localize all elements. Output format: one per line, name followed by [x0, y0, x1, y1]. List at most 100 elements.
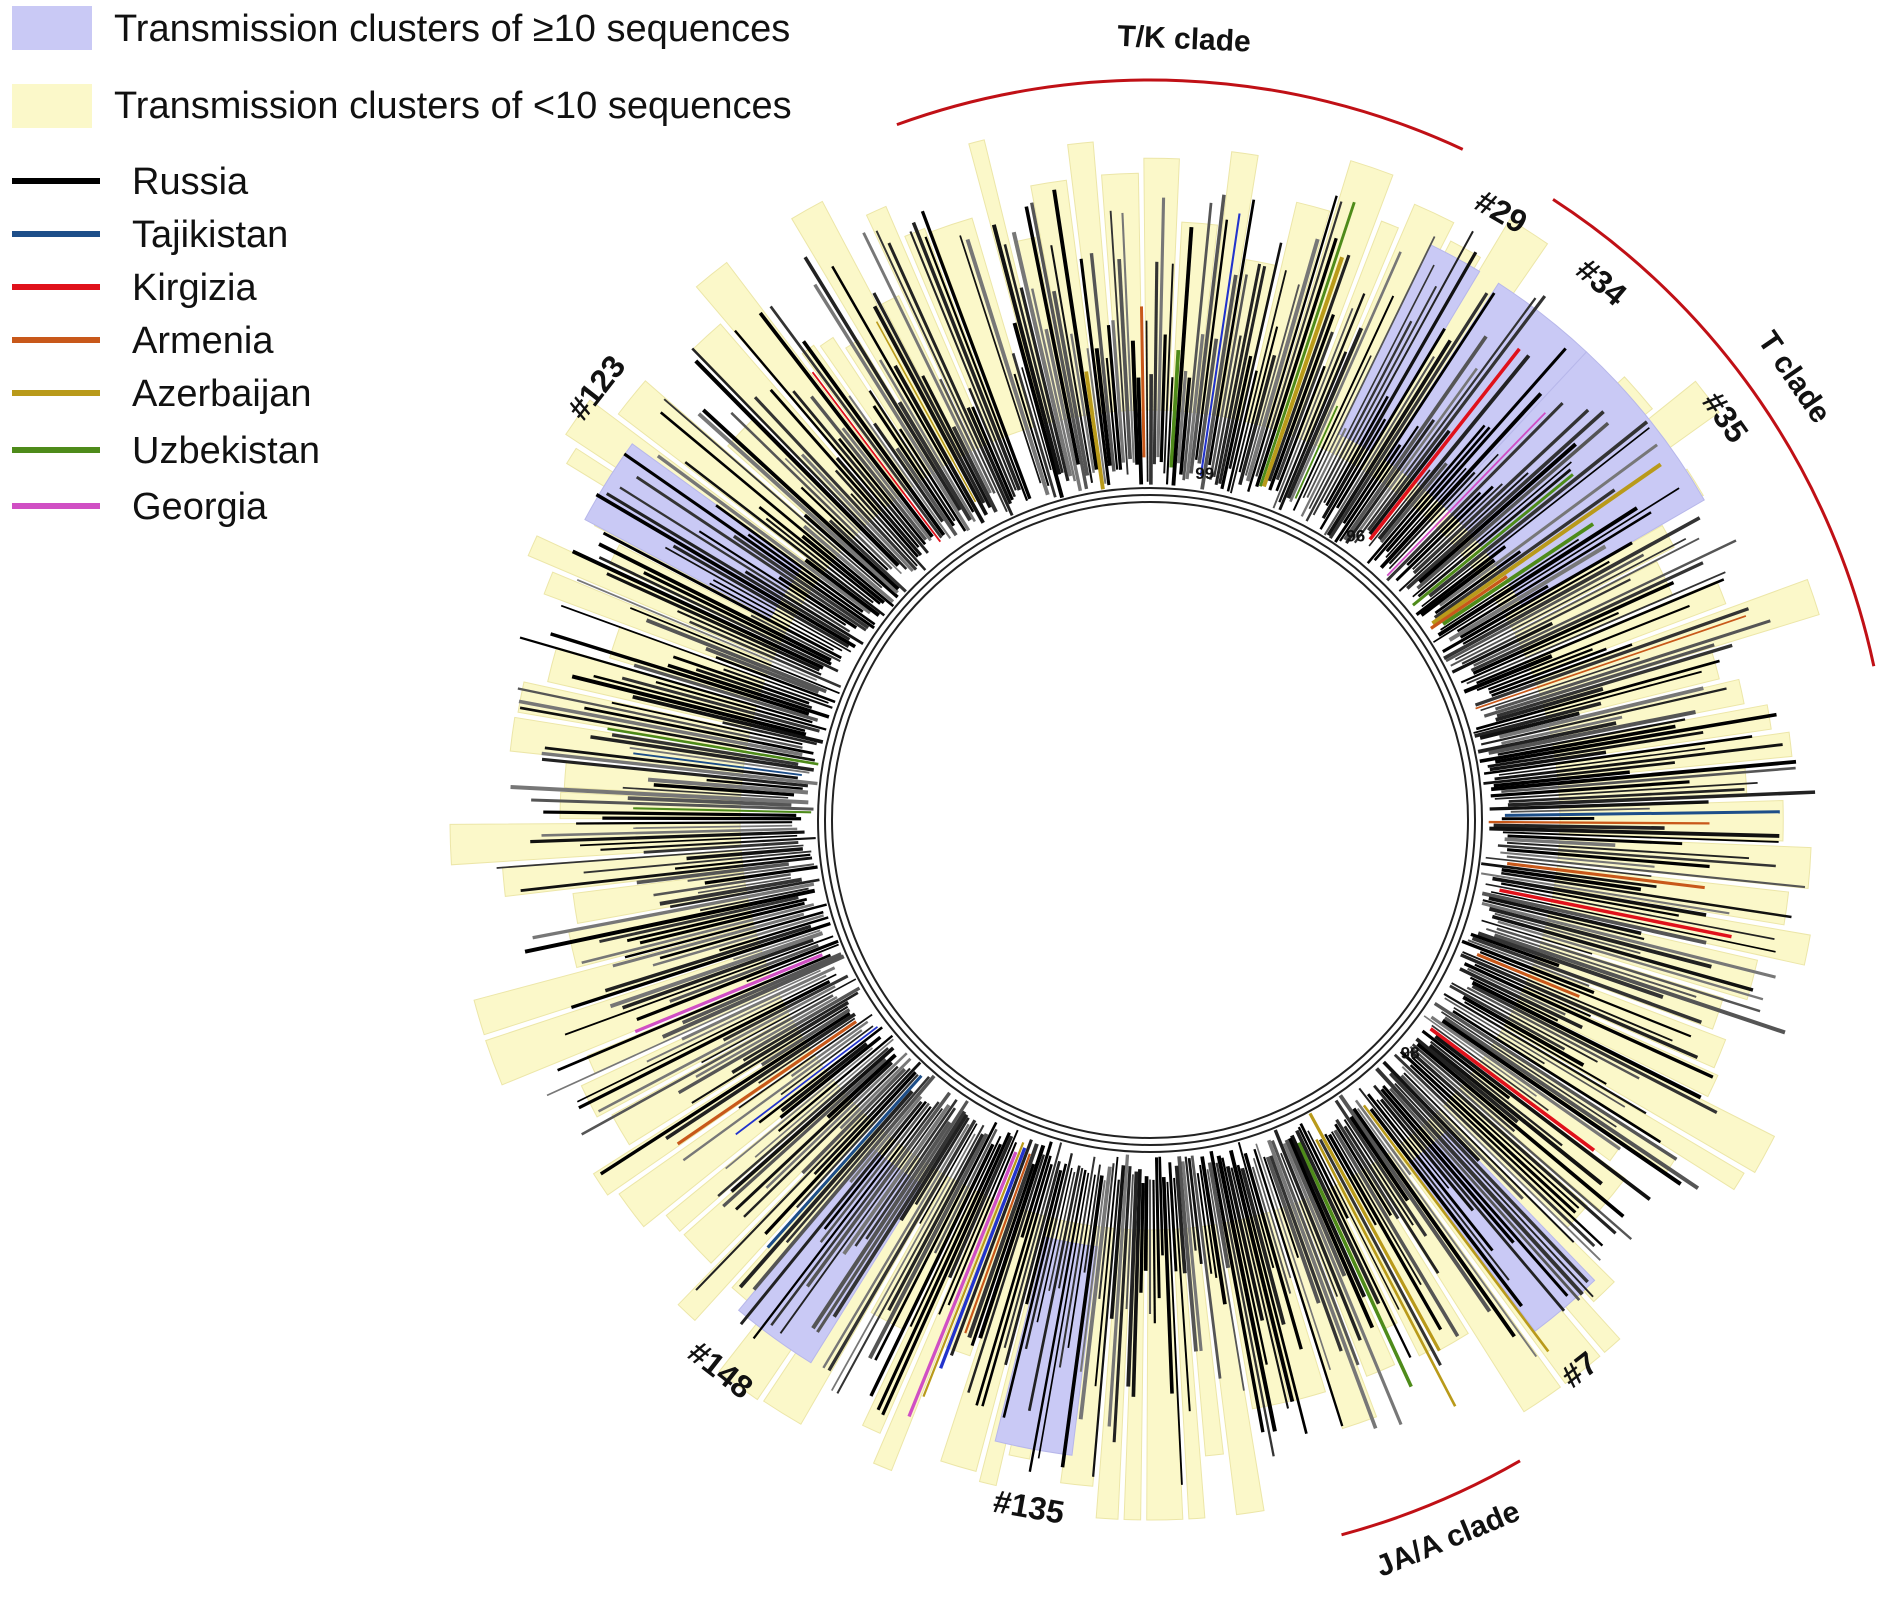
- tree-branch: [1470, 932, 1560, 968]
- tree-branch: [777, 1034, 894, 1132]
- tree-branch: [1244, 284, 1300, 476]
- tree-branch: [1328, 1133, 1443, 1331]
- tree-branch: [1464, 1001, 1607, 1085]
- tree-branch: [546, 969, 821, 1097]
- tree-branch: [1470, 561, 1704, 672]
- tree-branch: [602, 531, 842, 660]
- legend-swatch-small-cluster: [12, 84, 92, 128]
- tree-branch: [1506, 855, 1806, 889]
- tree-branch: [677, 986, 861, 1095]
- tree-branch: [766, 1074, 923, 1249]
- tree-branch: [1416, 421, 1610, 590]
- tree-branch: [694, 359, 900, 567]
- tree-branch: [645, 618, 827, 694]
- tree-branch: [1286, 327, 1364, 499]
- tree-branch: [647, 777, 809, 795]
- tree-branch: [593, 674, 806, 732]
- tree-branch: [1130, 340, 1140, 465]
- tree-branch: [712, 579, 843, 652]
- tree-branch: [1278, 351, 1348, 511]
- tree-branch: [639, 901, 805, 945]
- tree-branch: [1289, 251, 1402, 503]
- tree-branch: [1328, 292, 1489, 539]
- tree-branch: [1471, 936, 1703, 1024]
- tree-branch: [1497, 920, 1764, 1001]
- backbone-ring: [831, 501, 1469, 1139]
- tree-branch: [1416, 1042, 1625, 1218]
- clade-label: T clade: [1751, 325, 1837, 429]
- tree-branch: [1358, 1087, 1510, 1281]
- tree-branch: [1451, 621, 1554, 674]
- tree-branch: [1012, 322, 1064, 499]
- tree-branch: [518, 699, 803, 757]
- tree-branch: [919, 1123, 978, 1224]
- tree-branch: [541, 827, 798, 837]
- tree-branch: [1475, 615, 1747, 710]
- tree-branch: [805, 1091, 952, 1288]
- tree-branch: [967, 1154, 1046, 1394]
- tree-branch: [510, 785, 809, 805]
- tree-branch: [1385, 467, 1467, 559]
- tree-branch: [619, 486, 851, 633]
- tree-branch: [643, 571, 832, 666]
- tree-branch: [590, 735, 815, 772]
- tree-branch: [872, 405, 956, 527]
- tree-branch: [1488, 906, 1712, 969]
- tree-branch: [1442, 522, 1595, 626]
- tree-branch: [831, 265, 975, 513]
- tree-branch: [667, 663, 830, 719]
- tree-branch: [731, 1000, 850, 1075]
- tree-branch: [576, 579, 817, 682]
- tree-branch: [1339, 425, 1419, 542]
- tree-branch: [1485, 883, 1775, 940]
- tree-branch: [1050, 245, 1094, 483]
- tree-branch: [722, 974, 849, 1042]
- tree-branch: [970, 1163, 1035, 1347]
- tree-branch: [1379, 1098, 1475, 1212]
- backbone-ring: [824, 494, 1476, 1146]
- tree-branch: [629, 607, 840, 695]
- tree-branch: [784, 457, 902, 575]
- tree-branch: [1169, 349, 1181, 468]
- tree-branch: [1275, 331, 1334, 481]
- tree-branch: [1030, 202, 1089, 490]
- tree-branch: [1494, 712, 1777, 764]
- tree-branch: [1401, 1065, 1601, 1261]
- tree-branch: [1409, 1064, 1604, 1247]
- tree-branch: [1398, 472, 1529, 592]
- tree-branch: [1139, 306, 1146, 458]
- tree-branch: [1052, 189, 1099, 470]
- tree-branch: [1428, 420, 1649, 598]
- tree-branch: [947, 1135, 1014, 1279]
- tree-branch: [1107, 1154, 1130, 1427]
- tree-branch: [1449, 984, 1566, 1051]
- tree-branch: [1334, 1099, 1428, 1237]
- tree-branch: [570, 921, 831, 1010]
- tree-branch: [1411, 1056, 1580, 1209]
- tree-branch: [597, 985, 836, 1113]
- tree-branch: [1367, 295, 1547, 532]
- tree-branch: [875, 230, 1008, 513]
- legend-label-tajikistan: Tajikistan: [132, 214, 288, 256]
- tree-branch: [1376, 1099, 1450, 1189]
- tree-branch: [1240, 1167, 1286, 1325]
- tree-branch: [681, 966, 836, 1041]
- tree-branch: [653, 873, 791, 897]
- tree-branch: [633, 752, 802, 777]
- tree-branch: [1166, 1181, 1183, 1485]
- tree-branch: [1253, 1148, 1344, 1427]
- tree-branch: [1209, 274, 1248, 480]
- tree-branch: [887, 1133, 985, 1312]
- tree-branch: [1471, 980, 1702, 1100]
- tree-branch: [1197, 338, 1219, 464]
- legend-label-russia: Russia: [132, 161, 249, 203]
- tree-branch: [819, 1102, 930, 1243]
- tree-branch: [1499, 888, 1732, 939]
- tree-branch: [1415, 1037, 1519, 1124]
- bootstrap-value: 96: [1346, 526, 1365, 545]
- tree-branch: [811, 371, 942, 543]
- tree-branch: [1228, 242, 1283, 470]
- tree-branch: [803, 256, 962, 512]
